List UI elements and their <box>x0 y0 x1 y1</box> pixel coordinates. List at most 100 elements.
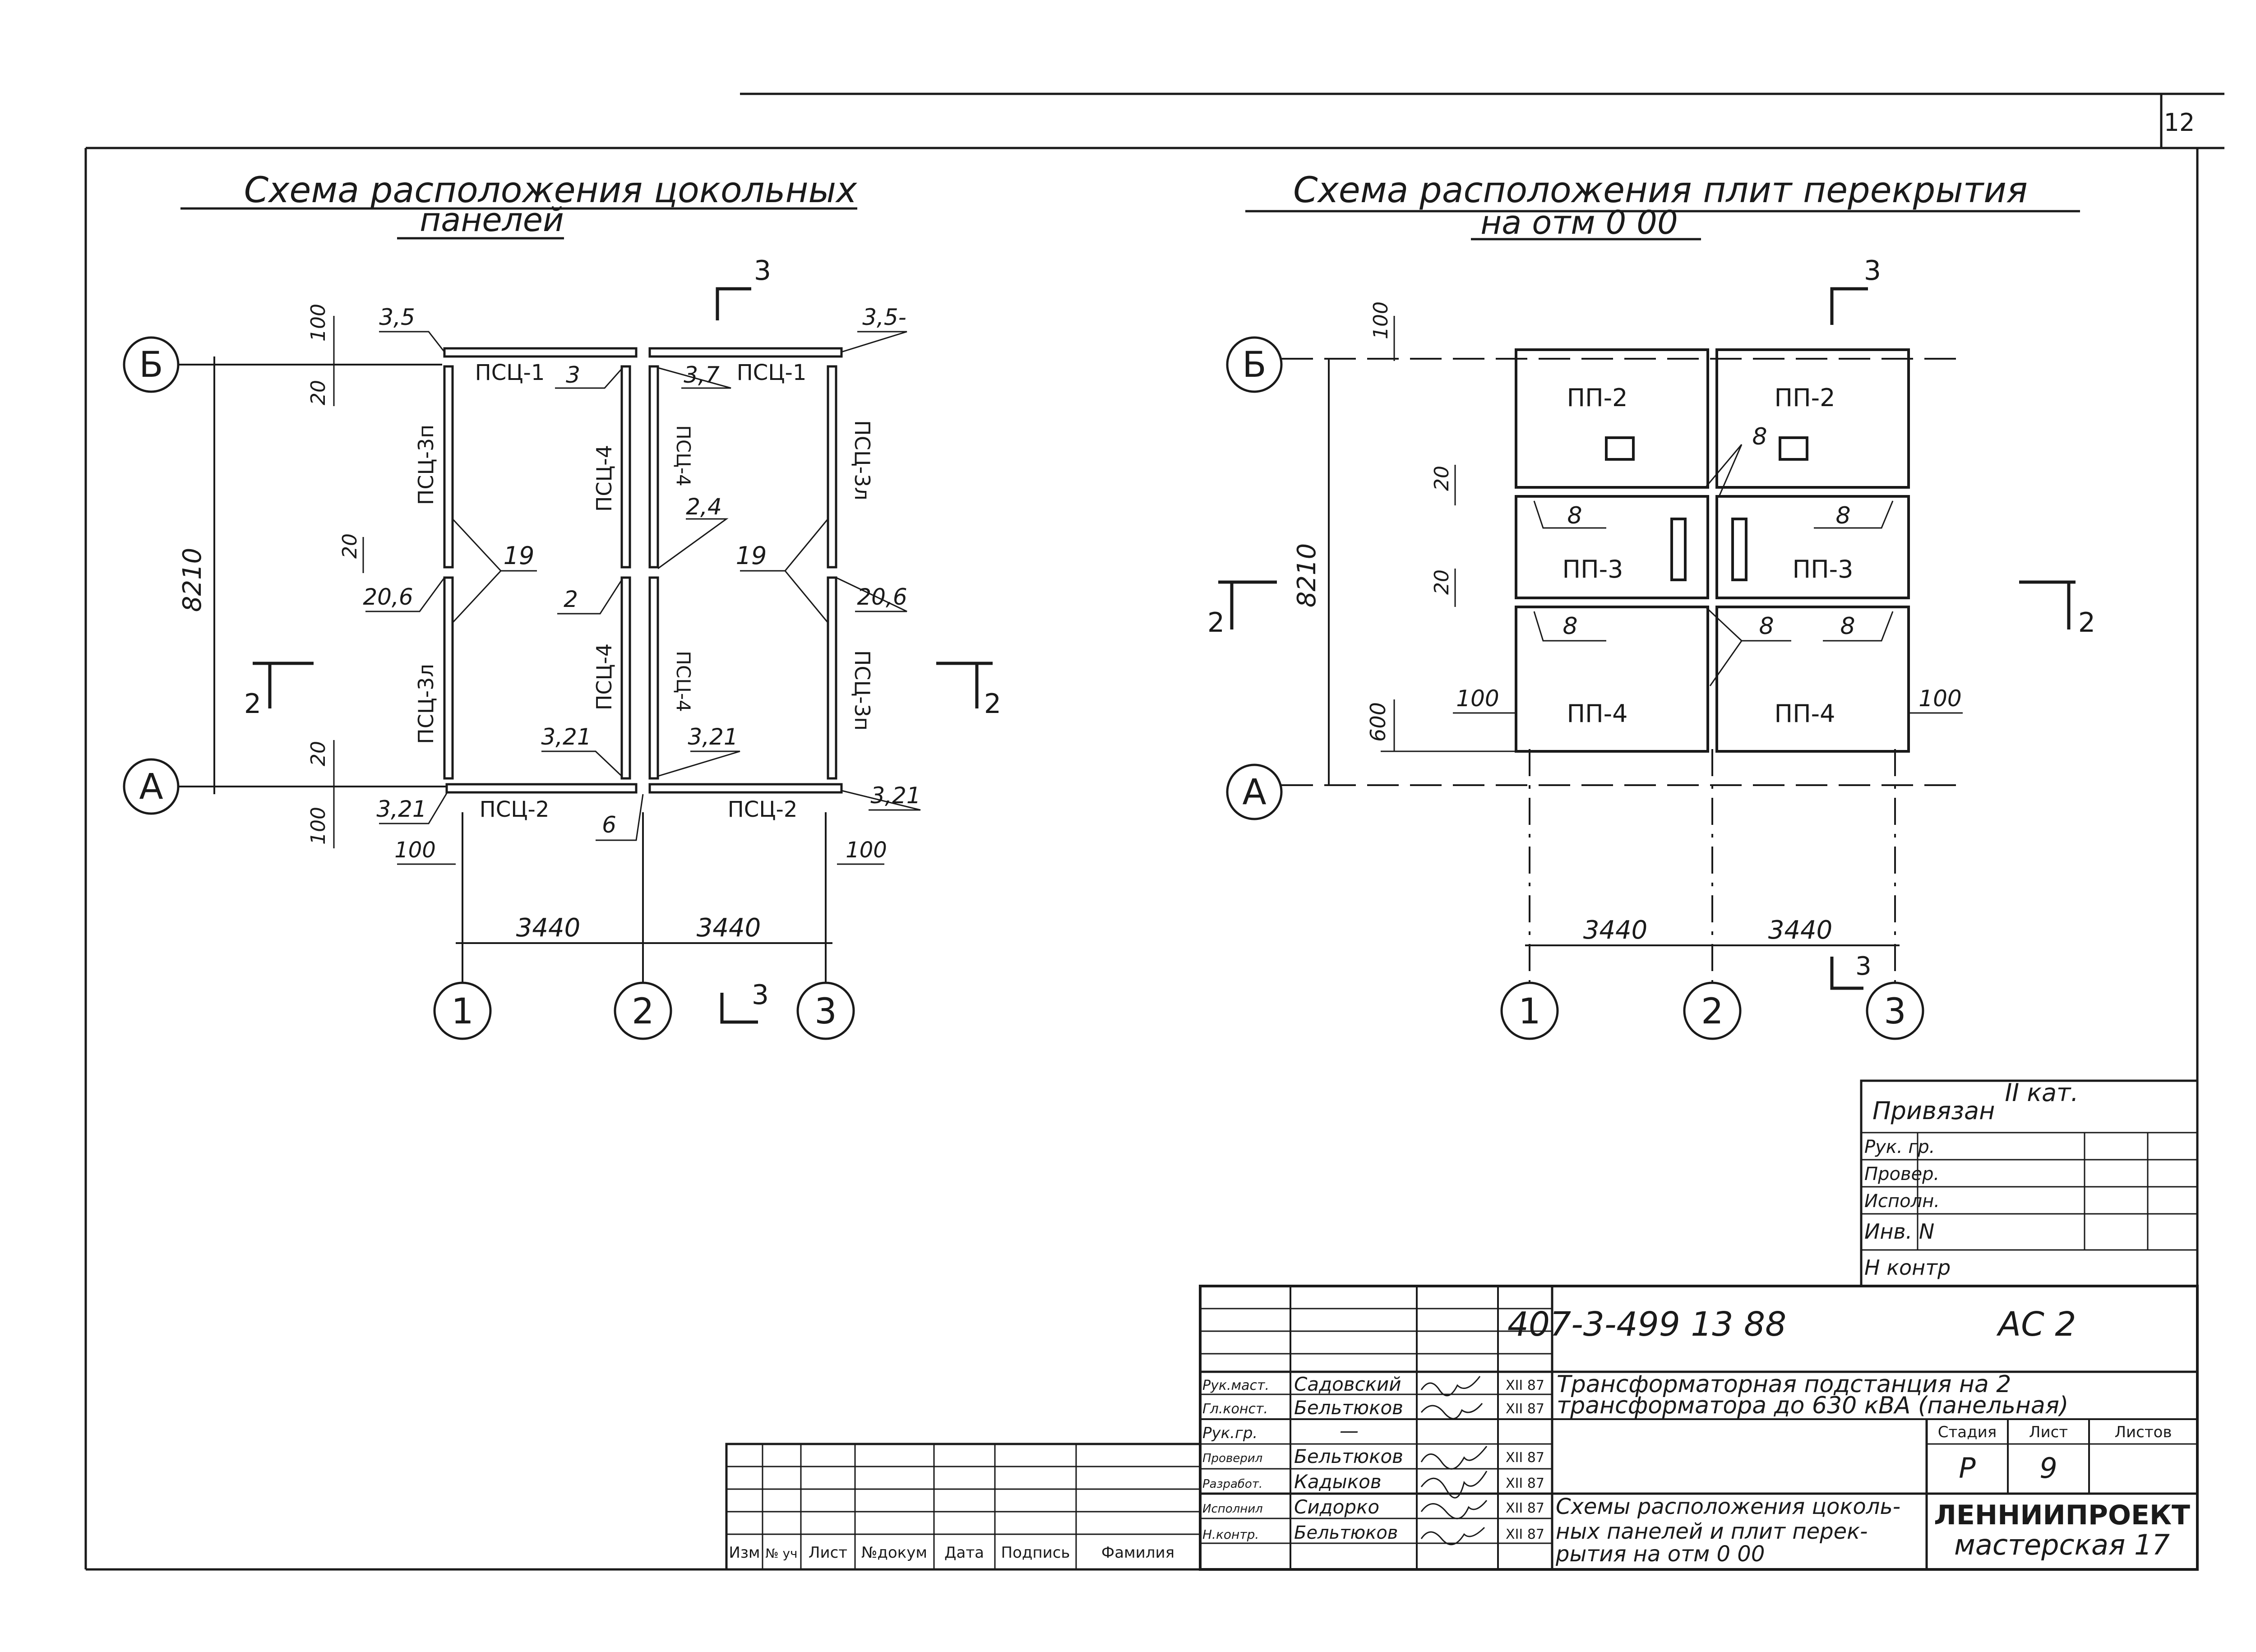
binding-row-3: Инв. N <box>1864 1219 1934 1244</box>
staff-name-4: Кадыков <box>1294 1471 1382 1493</box>
staff-role-1: Гл.конст. <box>1202 1401 1268 1417</box>
staff-date-6: XII 87 <box>1506 1527 1544 1542</box>
right-axis-a-label: А <box>1242 772 1266 813</box>
left-psc4-4: ПСЦ-4 <box>672 651 694 712</box>
staff-date-0: XII 87 <box>1506 1378 1544 1393</box>
left-psc3p-top: ПСЦ-3п <box>414 425 438 505</box>
left-dim-bot-100: 100 <box>307 807 330 845</box>
right-section-2-right: 2 <box>2078 607 2095 639</box>
title-project-line2: трансформатора до 630 кВА (панельная) <box>1557 1392 2068 1419</box>
right-scheme: Схема расположения плит перекрытия на от… <box>1207 170 2095 1040</box>
left-callout-321d: 3,21 <box>870 782 920 809</box>
right-section-2-left: 2 <box>1207 607 1225 639</box>
right-pp2-b: ПП-2 <box>1774 384 1835 412</box>
staff-name-3: Бельтюков <box>1294 1445 1403 1467</box>
staff-date-4: XII 87 <box>1506 1476 1544 1491</box>
sheet-number: 12 <box>2164 108 2195 137</box>
revision-table: Изм № уч Лист №докум Дата Подпись Фамили… <box>725 1443 1202 1571</box>
right-callout-8d: 8 <box>1563 613 1577 640</box>
revision-col-list: Лист <box>809 1544 847 1562</box>
right-pp3-b: ПП-3 <box>1792 555 1853 583</box>
left-axis-1-label: 1 <box>451 991 474 1032</box>
left-dim-bot-20: 20 <box>307 741 330 766</box>
staff-date-1: XII 87 <box>1506 1401 1544 1417</box>
staff-role-4: Разработ. <box>1202 1477 1262 1491</box>
revision-col-name: Фамилия <box>1101 1544 1174 1562</box>
title-mark: АС 2 <box>1997 1305 2076 1344</box>
staff-name-6: Бельтюков <box>1294 1522 1398 1543</box>
title-stage: Р <box>1959 1452 1976 1485</box>
left-section-2-right: 2 <box>984 688 1001 720</box>
title-sheet-header: Лист <box>2029 1423 2068 1441</box>
staff-date-5: XII 87 <box>1506 1500 1544 1516</box>
binding-header: Привязан <box>1872 1097 1995 1125</box>
left-callout-206b: 20,6 <box>857 584 907 610</box>
staff-role-6: Н.контр. <box>1202 1527 1259 1542</box>
left-psc2-a: ПСЦ-2 <box>480 797 550 822</box>
left-title-line1: Схема расположения цокольных <box>244 170 857 211</box>
left-psc1-b: ПСЦ-1 <box>737 360 807 385</box>
left-callout-2: 2 <box>564 586 578 612</box>
right-axis-3-label: 3 <box>1884 991 1906 1032</box>
left-psc3l-bot: ПСЦ-3л <box>414 664 438 744</box>
title-sheet: 9 <box>2039 1452 2057 1485</box>
title-org-line1: ЛЕННИИПРОЕКТ <box>1934 1499 2190 1531</box>
binding-row-0: Рук. гр. <box>1864 1137 1935 1157</box>
revision-col-izm: Изм <box>729 1544 760 1562</box>
revision-col-uch: № уч <box>765 1546 797 1561</box>
left-axis-b-label: Б <box>139 345 163 385</box>
binding-table: Привязан Рук. гр. Провер. Исполн. Инв. N… <box>1860 1079 2199 1287</box>
revision-col-sign: Подпись <box>1001 1544 1070 1562</box>
left-axis-3-label: 3 <box>814 991 837 1032</box>
left-callout-19b: 19 <box>736 541 767 570</box>
staff-role-3: Проверил <box>1202 1452 1262 1465</box>
right-title-line1: Схема расположения плит перекрытия <box>1293 170 2028 211</box>
right-dim-600: 600 <box>1366 702 1390 742</box>
staff-name-5: Сидорко <box>1294 1496 1379 1518</box>
left-psc4-2: ПСЦ-4 <box>592 643 616 710</box>
right-axis-2-label: 2 <box>1701 991 1724 1032</box>
right-pp4-b: ПП-4 <box>1774 699 1835 728</box>
right-callout-8b: 8 <box>1567 502 1582 529</box>
left-callout-321c: 3,21 <box>376 796 426 822</box>
title-code: 407-3-499 13 88 <box>1507 1305 1786 1344</box>
title-drawing-line1: Схемы расположения цоколь- <box>1556 1494 1900 1519</box>
left-psc4-1: ПСЦ-4 <box>592 445 616 512</box>
left-dim-height: 8210 <box>178 548 207 612</box>
left-axis-2-label: 2 <box>632 991 654 1032</box>
title-sheets-header: Листов <box>2114 1423 2172 1441</box>
binding-row-2: Исполн. <box>1864 1191 1940 1212</box>
right-pp4-a: ПП-4 <box>1567 699 1627 728</box>
signatures <box>1420 1376 1488 1546</box>
category-note: II кат. <box>2005 1078 2078 1107</box>
left-callout-37: 3,7 <box>684 362 720 388</box>
binding-row-4: Н контр <box>1864 1255 1951 1280</box>
left-callout-35b: 3,5- <box>862 304 906 330</box>
left-section-2-left: 2 <box>244 688 261 720</box>
right-dim-20b: 20 <box>1430 569 1453 595</box>
right-axis-1-label: 1 <box>1518 991 1541 1032</box>
right-dim-span-2: 3440 <box>1768 916 1833 945</box>
title-stage-header: Стадия <box>1938 1423 1997 1441</box>
title-block: 407-3-499 13 88 АС 2 Трансформаторная по… <box>1199 1285 2199 1571</box>
right-section-3-bot: 3 <box>1855 952 1872 981</box>
left-axis-a-label: А <box>139 767 163 807</box>
staff-name-0: Садовский <box>1294 1373 1401 1395</box>
left-title-line2: панелей <box>420 201 564 239</box>
right-callout-8a: 8 <box>1752 423 1767 450</box>
left-psc2-b: ПСЦ-2 <box>728 797 798 822</box>
left-dim-span-1: 3440 <box>516 913 581 943</box>
title-drawing-line3: рытия на отм 0 00 <box>1555 1541 1765 1567</box>
left-callout-24: 2,4 <box>686 494 722 520</box>
left-psc3p-bot: ПСЦ-3п <box>850 650 874 731</box>
left-dim-span-2: 3440 <box>697 913 761 943</box>
staff-name-1: Бельтюков <box>1294 1397 1403 1419</box>
left-callout-35a: 3,5 <box>379 304 415 330</box>
right-dim-height: 8210 <box>1292 543 1322 608</box>
left-psc4-3: ПСЦ-4 <box>672 425 694 486</box>
revision-col-date: Дата <box>944 1544 984 1562</box>
staff-role-5: Исполнил <box>1202 1502 1263 1516</box>
right-pp2-a: ПП-2 <box>1567 384 1627 412</box>
right-section-3-top: 3 <box>1864 255 1881 287</box>
